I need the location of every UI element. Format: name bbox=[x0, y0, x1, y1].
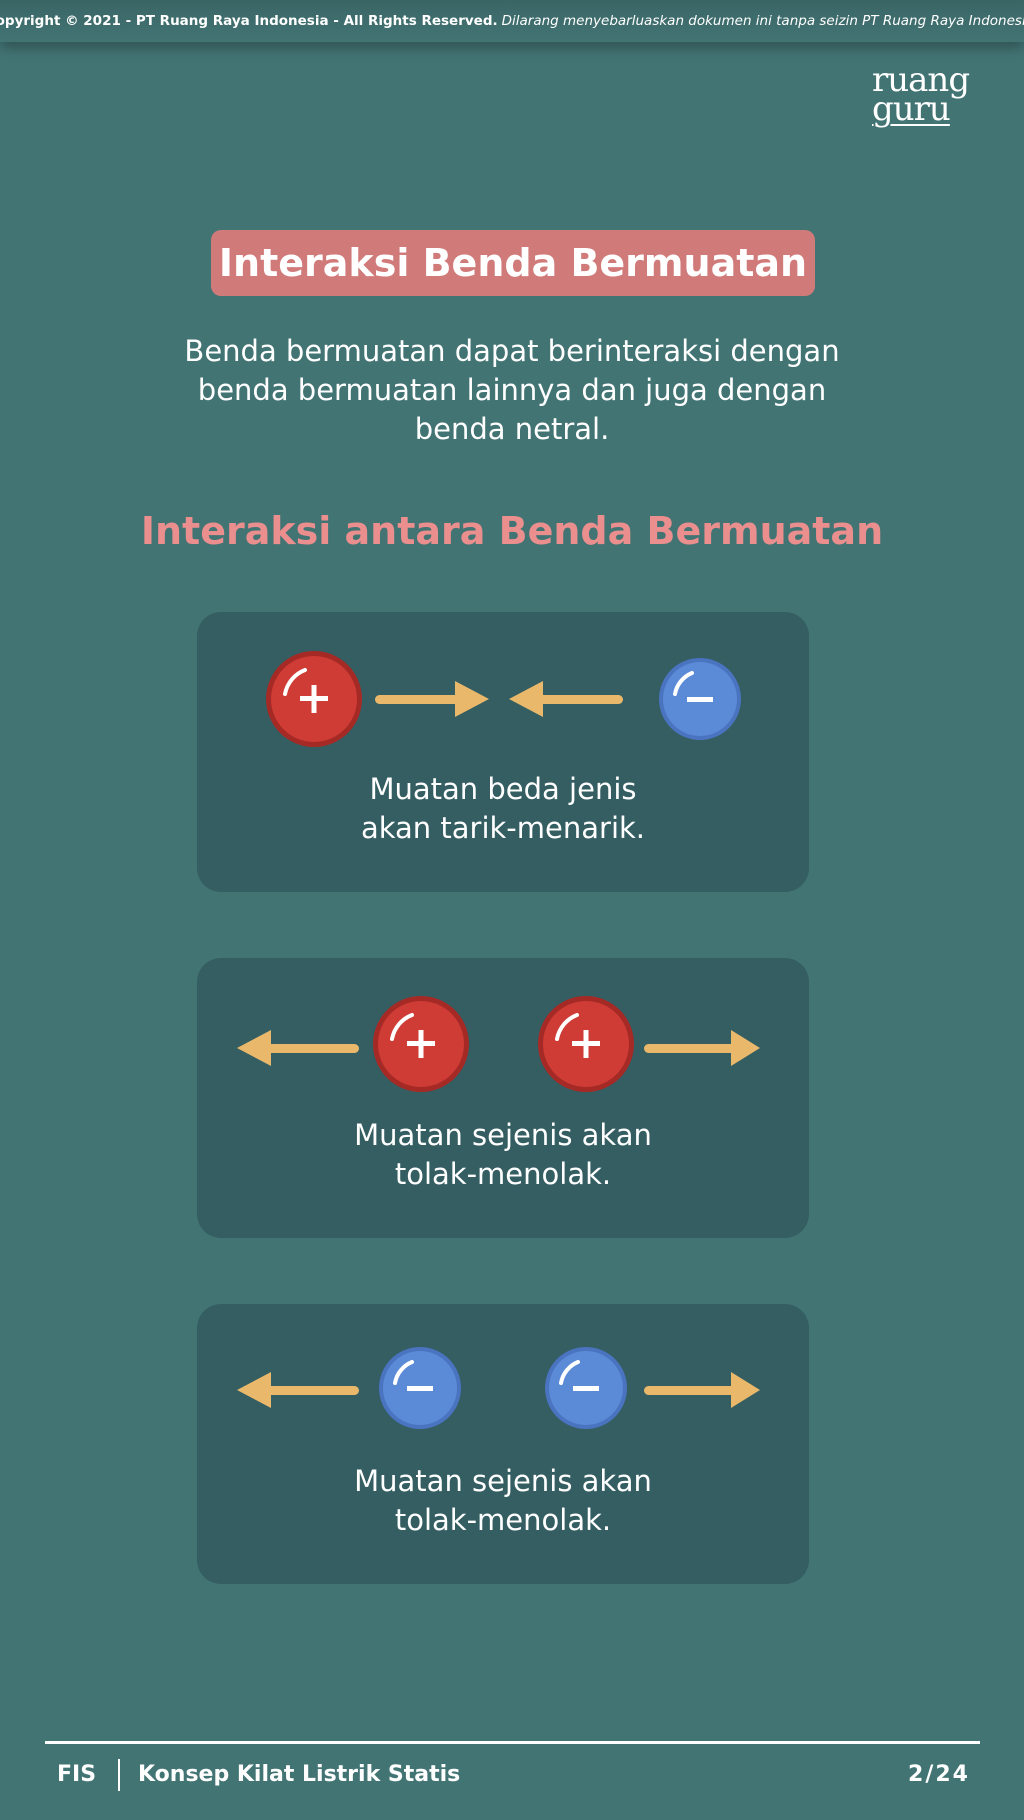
arrow-left-icon bbox=[509, 681, 623, 717]
copyright-notice: Dilarang menyebarluaskan dokumen ini tan… bbox=[501, 13, 1024, 29]
caption-line-1: Muatan sejenis akan bbox=[354, 1118, 652, 1152]
interaction-card-negative: Muatan sejenis akan tolak-menolak. bbox=[197, 1304, 809, 1584]
caption-line-2: akan tarik-menarik. bbox=[360, 811, 646, 845]
interaction-card-positive: Muatan sejenis akan tolak-menolak. bbox=[197, 958, 809, 1238]
intro-paragraph: Benda bermuatan dapat berinteraksi denga… bbox=[184, 334, 840, 446]
copyright-bar: Copyright © 2021 - PT Ruang Raya Indones… bbox=[0, 0, 1024, 42]
repel-negative-diagram bbox=[237, 1347, 760, 1429]
arrow-left-icon bbox=[237, 1030, 359, 1066]
card-caption: Muatan sejenis akan tolak-menolak. bbox=[197, 1462, 809, 1540]
card-caption: Muatan beda jenis akan tarik-menarik. bbox=[197, 770, 809, 848]
positive-charge-icon bbox=[373, 996, 469, 1092]
caption-line-1: Muatan sejenis akan bbox=[354, 1464, 652, 1498]
page-title: Interaksi Benda Bermuatan bbox=[211, 230, 815, 296]
footer-subject: FIS bbox=[57, 1762, 97, 1787]
negative-charge-icon bbox=[659, 658, 741, 740]
footer-divider bbox=[45, 1741, 980, 1744]
card-caption: Muatan sejenis akan tolak-menolak. bbox=[197, 1116, 809, 1194]
repel-positive-diagram bbox=[237, 996, 760, 1092]
logo-line-2: guru bbox=[872, 89, 951, 129]
positive-charge-icon bbox=[266, 651, 362, 747]
arrow-right-icon bbox=[375, 681, 489, 717]
arrow-left-icon bbox=[237, 1372, 359, 1408]
caption-line-2: tolak-menolak. bbox=[394, 1503, 612, 1537]
footer-separator bbox=[118, 1759, 120, 1791]
caption-line-2: tolak-menolak. bbox=[394, 1157, 612, 1191]
interaction-card-opposite: Muatan beda jenis akan tarik-menarik. bbox=[197, 612, 809, 892]
arrow-right-icon bbox=[644, 1372, 760, 1408]
footer-topic: Konsep Kilat Listrik Statis bbox=[138, 1762, 461, 1787]
caption-line-1: Muatan beda jenis bbox=[369, 772, 637, 806]
arrow-right-icon bbox=[644, 1030, 760, 1066]
section-subtitle: Interaksi antara Benda Bermuatan bbox=[140, 509, 884, 553]
negative-charge-icon bbox=[545, 1347, 627, 1429]
positive-charge-icon bbox=[538, 996, 634, 1092]
copyright-text: Copyright © 2021 - PT Ruang Raya Indones… bbox=[0, 13, 498, 29]
negative-charge-icon bbox=[379, 1347, 461, 1429]
ruangguru-logo: ruang guru bbox=[872, 60, 982, 138]
attract-diagram bbox=[266, 651, 741, 747]
logo-line-1: ruang bbox=[872, 60, 970, 100]
page-number: 2/24 bbox=[908, 1762, 970, 1787]
